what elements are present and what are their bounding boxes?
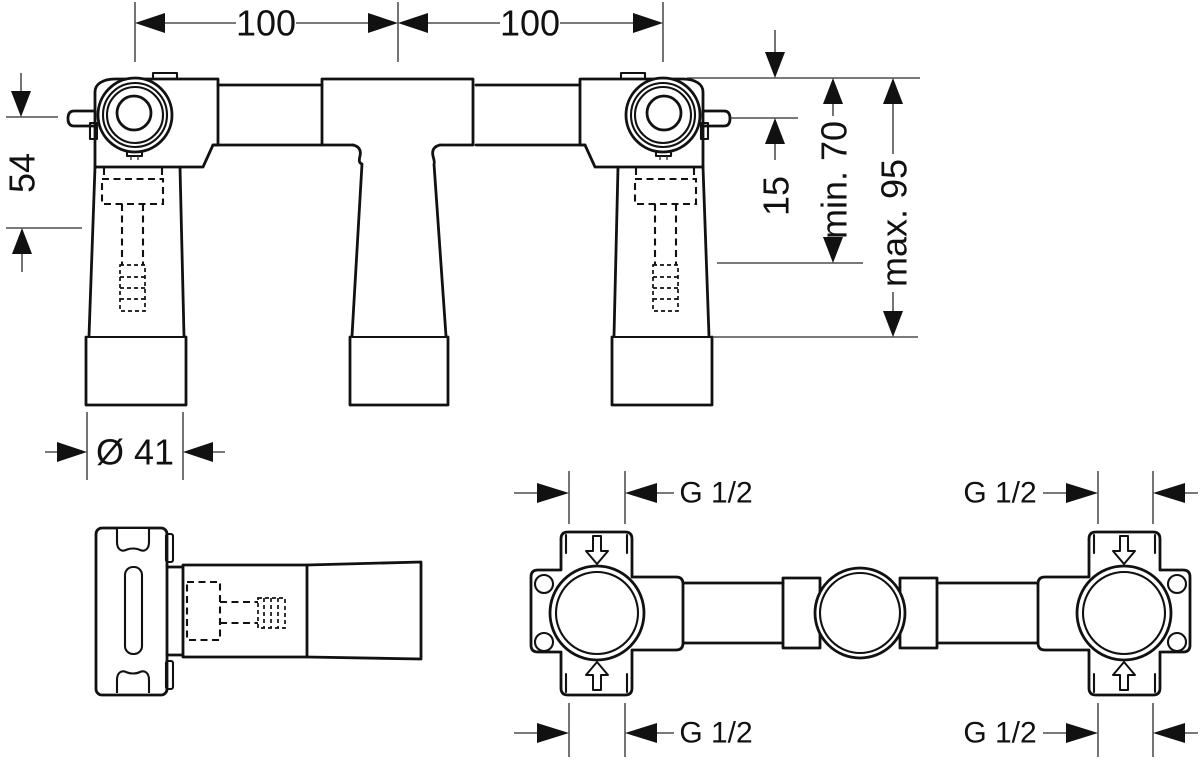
dimension-height: 54 bbox=[2, 73, 82, 272]
wall-flange bbox=[94, 526, 169, 697]
pin-nipple bbox=[66, 109, 97, 128]
arrowhead bbox=[1153, 483, 1185, 503]
rosette-lug-right bbox=[699, 121, 710, 141]
dim-label-depth-min: min. 70 bbox=[814, 121, 855, 239]
rosette-lug-top bbox=[151, 71, 179, 81]
arrowhead bbox=[537, 723, 569, 743]
arrowhead bbox=[625, 723, 657, 743]
center-ring-inner bbox=[818, 571, 902, 655]
valve-rosette bbox=[624, 76, 702, 154]
dim-label-depth-max: max. 95 bbox=[874, 159, 915, 287]
thread-bore-inner bbox=[554, 570, 640, 656]
center-ring-outer bbox=[813, 566, 907, 660]
flange-tab-bottom bbox=[164, 659, 175, 691]
side-view bbox=[94, 526, 423, 697]
flow-arrow-down bbox=[1112, 535, 1136, 565]
arrowhead bbox=[1066, 483, 1098, 503]
spout-tube bbox=[348, 335, 450, 407]
dim-label-spacing-left: 100 bbox=[236, 3, 296, 44]
arrowhead bbox=[823, 237, 843, 263]
valve-body-side bbox=[181, 563, 309, 659]
arrowhead bbox=[183, 442, 213, 462]
supply-tube bbox=[84, 335, 188, 407]
supply-tube bbox=[610, 335, 714, 407]
flange-slot bbox=[123, 565, 144, 656]
arrowhead bbox=[368, 13, 398, 33]
rosette-lug-left bbox=[88, 121, 99, 141]
screw-hole bbox=[533, 573, 555, 595]
arrowhead bbox=[625, 483, 657, 503]
arrowhead bbox=[765, 118, 785, 144]
arrowhead bbox=[398, 13, 428, 33]
dimension-spacing: 100 100 bbox=[134, 2, 664, 62]
front-view: 100 100 bbox=[2, 2, 920, 480]
thread-label-top-left: G 1/2 bbox=[679, 477, 752, 510]
rosette-lug-top bbox=[619, 71, 647, 81]
rear-left-valve bbox=[529, 530, 685, 697]
supply-leg bbox=[87, 165, 186, 338]
dimension-thread-top-left: G 1/2 bbox=[514, 471, 753, 524]
arrowhead bbox=[1066, 723, 1098, 743]
supply-tube-side bbox=[305, 560, 423, 661]
dimension-diameter: Ø 41 bbox=[45, 412, 225, 480]
thread-label-bottom-left: G 1/2 bbox=[679, 717, 752, 750]
dim-label-wall-offset: 15 bbox=[756, 176, 797, 216]
flow-arrow-up bbox=[1112, 661, 1136, 691]
dim-label-spacing-right: 100 bbox=[500, 3, 560, 44]
screw-hole bbox=[533, 631, 555, 653]
dim-label-height: 54 bbox=[2, 153, 43, 193]
supply-leg bbox=[612, 165, 711, 338]
thread-bore-outer bbox=[1075, 564, 1173, 662]
arrowhead bbox=[12, 228, 32, 254]
arrowhead bbox=[883, 78, 903, 104]
thread-bore-outer bbox=[548, 564, 646, 662]
flow-arrow-up bbox=[585, 661, 609, 691]
screw-hole bbox=[1166, 631, 1188, 653]
thread-bore-inner bbox=[1081, 570, 1167, 656]
flange-cutout-top bbox=[115, 529, 151, 552]
arrowhead bbox=[823, 78, 843, 104]
flange-tab-top bbox=[164, 532, 175, 564]
arrowhead bbox=[57, 442, 87, 462]
flow-arrow-down bbox=[585, 535, 609, 565]
arrowhead bbox=[11, 91, 31, 117]
center-spout-unit bbox=[320, 77, 475, 407]
dimension-thread-top-right: G 1/2 bbox=[963, 471, 1198, 524]
right-valve-unit bbox=[474, 71, 732, 407]
rear-right-valve bbox=[1036, 530, 1192, 697]
dimension-depths: 15 min. 70 max. 95 bbox=[687, 30, 920, 338]
arrowhead bbox=[135, 13, 165, 33]
valve-bore bbox=[645, 94, 683, 132]
dimension-thread-bottom-left: G 1/2 bbox=[514, 703, 753, 757]
valve-bore bbox=[115, 94, 153, 132]
arrowhead bbox=[765, 52, 785, 78]
left-valve-unit bbox=[66, 71, 324, 407]
rear-view: G 1/2 G 1/2 G 1/2 G 1/2 bbox=[514, 471, 1198, 757]
arrowhead bbox=[1153, 723, 1185, 743]
thread-label-bottom-right: G 1/2 bbox=[963, 717, 1036, 750]
thread-label-top-right: G 1/2 bbox=[963, 477, 1036, 510]
dimension-thread-bottom-right: G 1/2 bbox=[963, 703, 1198, 757]
arrowhead bbox=[537, 483, 569, 503]
t-piece bbox=[320, 77, 475, 147]
arrowhead bbox=[633, 13, 663, 33]
flange-cutout-bottom bbox=[115, 670, 151, 693]
valve-rosette bbox=[96, 76, 174, 154]
screw-hole bbox=[1166, 573, 1188, 595]
dim-label-diameter: Ø 41 bbox=[96, 432, 174, 473]
arrowhead bbox=[883, 311, 903, 337]
